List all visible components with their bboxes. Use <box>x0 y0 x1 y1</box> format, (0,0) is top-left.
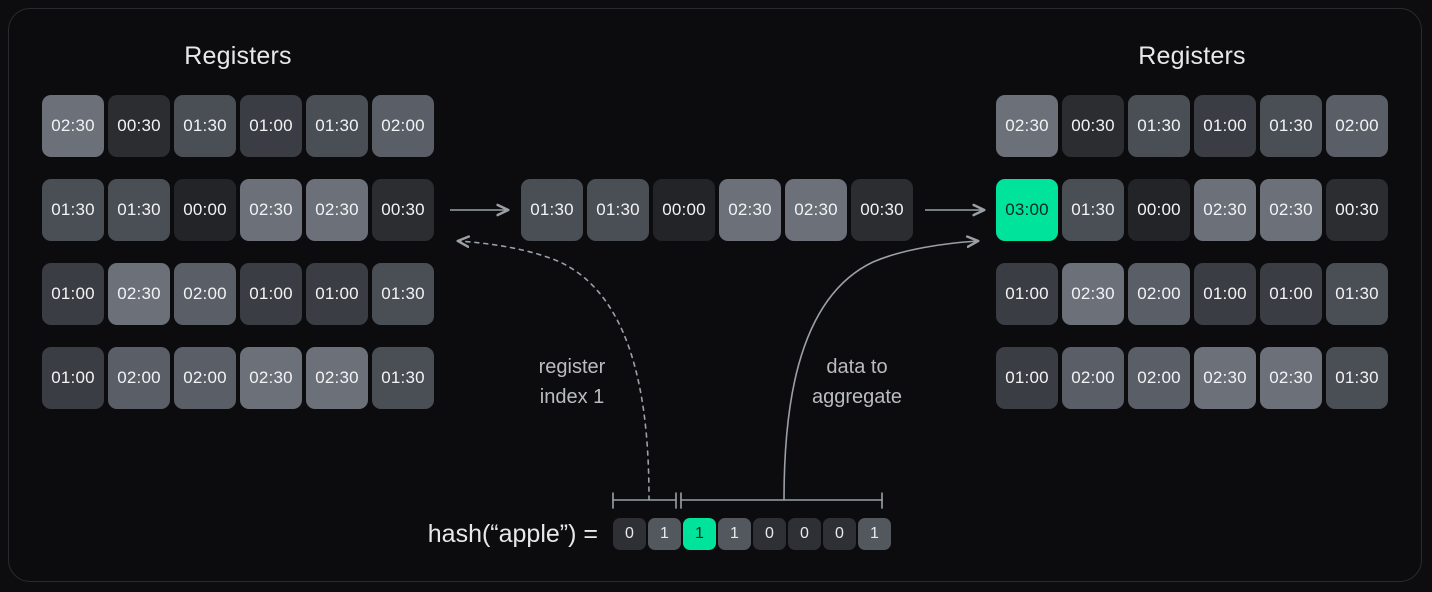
register-cell: 01:00 <box>996 347 1058 409</box>
data-aggregate-connector <box>783 241 978 501</box>
register-cell: 01:00 <box>1260 263 1322 325</box>
hash-label: hash(“apple”) = <box>427 520 598 548</box>
register-cell: 02:00 <box>174 263 236 325</box>
register-cell: 01:30 <box>1128 95 1190 157</box>
register-cell: 01:30 <box>1260 95 1322 157</box>
hash-bit: 0 <box>613 518 646 550</box>
register-cell: 01:30 <box>372 263 434 325</box>
hash-bit-highlighted: 1 <box>683 518 716 550</box>
register-cell: 02:30 <box>306 347 368 409</box>
register-cell: 02:30 <box>42 95 104 157</box>
register-cell: 01:00 <box>1194 95 1256 157</box>
register-cell: 02:30 <box>1260 347 1322 409</box>
register-cell: 01:30 <box>1326 347 1388 409</box>
register-cell: 01:30 <box>174 95 236 157</box>
hash-bit: 0 <box>788 518 821 550</box>
right-registers-heading: Registers <box>1138 42 1246 70</box>
strip-cell: 00:30 <box>851 179 913 241</box>
hash-bit: 1 <box>718 518 751 550</box>
register-cell: 01:00 <box>1194 263 1256 325</box>
register-cell: 01:00 <box>42 263 104 325</box>
left-registers-heading: Registers <box>184 42 292 70</box>
register-cell: 01:30 <box>1062 179 1124 241</box>
strip-cell: 01:30 <box>587 179 649 241</box>
register-cell: 00:30 <box>108 95 170 157</box>
register-cell-highlighted: 03:00 <box>996 179 1058 241</box>
register-cell: 01:00 <box>240 95 302 157</box>
register-index-annotation: register index 1 <box>538 356 606 408</box>
register-cell: 02:30 <box>996 95 1058 157</box>
register-cell: 01:30 <box>372 347 434 409</box>
register-cell: 02:30 <box>1260 179 1322 241</box>
register-cell: 00:30 <box>372 179 434 241</box>
register-cell: 01:30 <box>1326 263 1388 325</box>
register-cell: 01:30 <box>108 179 170 241</box>
register-cell: 00:30 <box>1062 95 1124 157</box>
strip-cell: 01:30 <box>521 179 583 241</box>
register-cell: 02:30 <box>108 263 170 325</box>
register-cell: 01:00 <box>306 263 368 325</box>
register-cell: 02:30 <box>240 179 302 241</box>
register-cell: 02:00 <box>174 347 236 409</box>
register-cell: 02:30 <box>1062 263 1124 325</box>
register-cell: 02:00 <box>1062 347 1124 409</box>
strip-cell: 00:00 <box>653 179 715 241</box>
register-index-connector <box>458 241 650 501</box>
register-cell: 00:00 <box>1128 179 1190 241</box>
hash-bit: 0 <box>753 518 786 550</box>
register-cell: 01:00 <box>240 263 302 325</box>
data-to-aggregate-annotation: data to aggregate <box>811 356 903 408</box>
register-cell: 02:30 <box>240 347 302 409</box>
strip-cell: 02:30 <box>785 179 847 241</box>
hash-bit: 1 <box>648 518 681 550</box>
register-cell: 02:30 <box>306 179 368 241</box>
register-cell: 02:30 <box>1194 347 1256 409</box>
register-cell: 00:00 <box>174 179 236 241</box>
strip-cell: 02:30 <box>719 179 781 241</box>
register-cell: 02:00 <box>372 95 434 157</box>
register-cell: 01:00 <box>42 347 104 409</box>
hash-bit: 0 <box>823 518 856 550</box>
hash-bit-brackets <box>612 492 883 509</box>
register-cell: 02:00 <box>1128 263 1190 325</box>
register-cell: 02:00 <box>1326 95 1388 157</box>
register-cell: 02:30 <box>1194 179 1256 241</box>
register-cell: 02:00 <box>1128 347 1190 409</box>
register-cell: 01:00 <box>996 263 1058 325</box>
register-cell: 02:00 <box>108 347 170 409</box>
register-cell: 01:30 <box>42 179 104 241</box>
register-cell: 00:30 <box>1326 179 1388 241</box>
register-cell: 01:30 <box>306 95 368 157</box>
hash-bit: 1 <box>858 518 891 550</box>
